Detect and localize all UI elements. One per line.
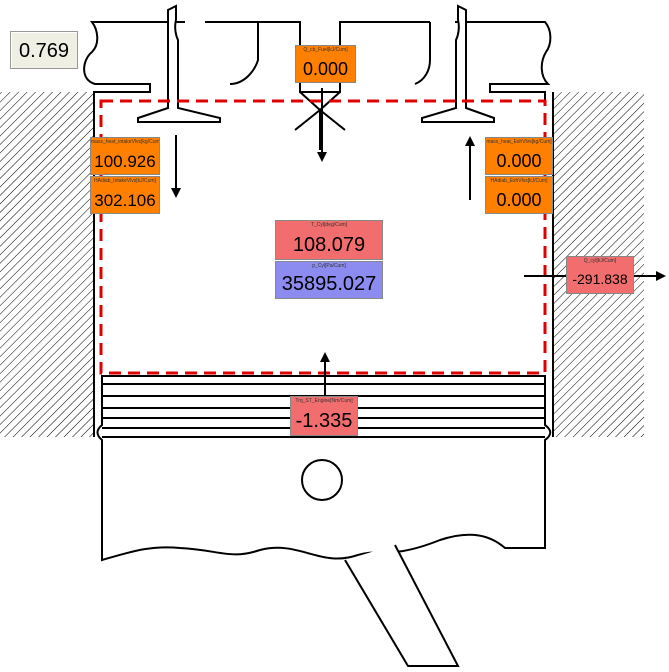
intake-valve: [137, 4, 221, 123]
fuel-heat-display-label: Q_cb_Fuel[kJ/Cum]: [303, 47, 348, 53]
engine-torque-display-label: Trq_ST_Engine[Nm/Cum]: [295, 398, 353, 404]
exhaust-mass-display-value: 0.000: [496, 151, 542, 171]
top-left-display-value: 0.769: [18, 40, 70, 62]
top-left-display: 0.769: [10, 31, 78, 69]
exhaust-work-display-label: HAdiab_ExhVlvs[kJ/Cum]: [490, 178, 548, 184]
intake-mass-display-value: 100.926: [94, 152, 156, 171]
exhaust-mass-display-label: mass_heat_ExhVlvs[kg/Cum]: [486, 139, 552, 145]
connecting-rod: [344, 544, 460, 667]
fuel-heat-display-value: 0.000: [302, 59, 349, 79]
wall-heat-display-value: -291.838: [572, 271, 628, 287]
intake-work-display-value: 302.106: [94, 191, 156, 210]
left-cylinder-wall: [0, 92, 94, 437]
pressure-display-label: p_Cyl[Pa/Cum]: [312, 263, 346, 269]
temperature-display-label: T_Cyl[deg/Cum]: [310, 222, 348, 228]
exhaust-work-display-value: 0.000: [496, 190, 542, 210]
control-volume-boundary: [99, 99, 547, 375]
temperature-display: T_Cyl[deg/Cum] 108.079: [275, 220, 383, 260]
wall-heat-display-label: Q_cyl[kJ/Cum]: [583, 258, 617, 264]
intake-mass-display: mass_heat_intakeVlvs[kg/Cum] 100.926: [90, 137, 160, 175]
piston-pin: [301, 459, 343, 501]
fuel-heat-display: Q_cb_Fuel[kJ/Cum] 0.000: [295, 45, 356, 83]
fuel-injector: [294, 91, 346, 150]
intake-work-display-label: HAdiab_IntakeVlvs[kJ/Cum]: [94, 178, 156, 184]
intake-mass-display-label: mass_heat_intakeVlvs[kg/Cum]: [91, 139, 159, 145]
exhaust-valve: [421, 4, 495, 123]
pressure-display-value: 35895.027: [281, 273, 377, 295]
engine-torque-display: Trq_ST_Engine[Nm/Cum] -1.335: [290, 396, 358, 436]
intake-work-display: HAdiab_IntakeVlvs[kJ/Cum] 302.106: [90, 176, 160, 214]
wall-heat-display: Q_cyl[kJ/Cum] -291.838: [566, 256, 634, 294]
exhaust-mass-display: mass_heat_ExhVlvs[kg/Cum] 0.000: [485, 137, 553, 175]
pressure-display: p_Cyl[Pa/Cum] 35895.027: [275, 261, 383, 299]
exhaust-work-display: HAdiab_ExhVlvs[kJ/Cum] 0.000: [485, 176, 553, 214]
temperature-display-value: 108.079: [292, 234, 366, 256]
engine-torque-display-value: -1.335: [295, 410, 353, 432]
